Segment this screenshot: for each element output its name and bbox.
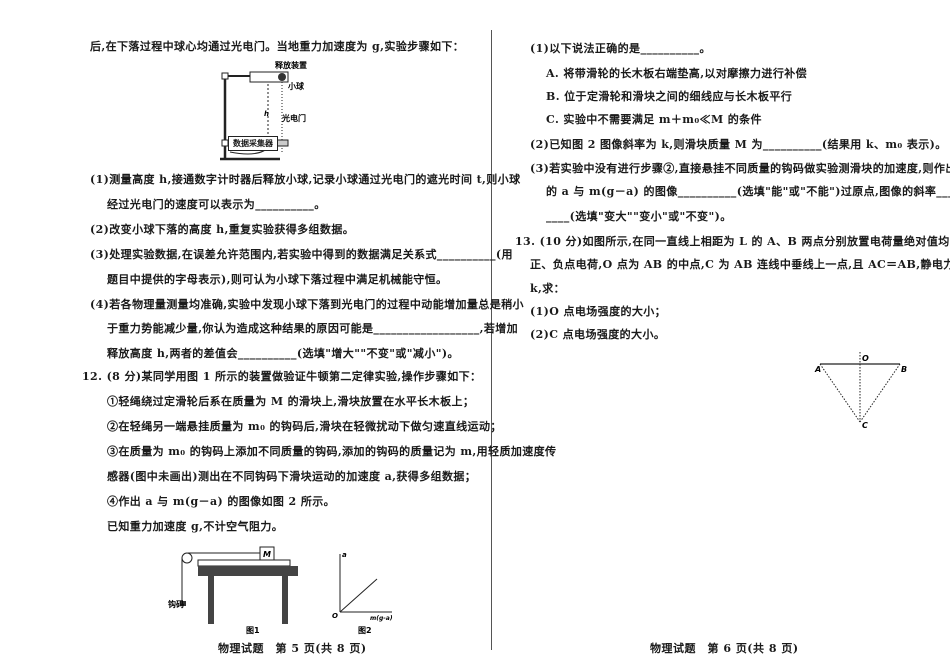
figure-1-table-pulley: M 钩码 图1 [168, 546, 298, 635]
text-line: 题目中提供的字母表示),则可认为小球下落过程中满足机械能守恒。 [107, 273, 448, 286]
text-line: 12. (8 分)某同学用图 1 所示的装置做验证牛顿第二定律实验,操作步骤如下… [82, 370, 482, 383]
label-release-device: 释放装置 [275, 60, 307, 70]
label-data-collector: 数据采集器 [228, 136, 278, 151]
text-line: A. 将带滑轮的长木板右端垫高,以对摩擦力进行补偿 [546, 67, 808, 80]
text-line: 已知重力加速度 g,不计空气阻力。 [107, 520, 284, 533]
graph-line [339, 578, 378, 613]
text-line: (1)以下说法正确的是__________。 [530, 42, 711, 55]
label-weight: 钩码 [168, 599, 184, 609]
text-line: (3)处理实验数据,在误差允许范围内,若实验中得到的数据满足关系式_______… [90, 248, 513, 261]
page-footer-right: 物理试题 第 6 页(共 8 页) [650, 642, 799, 655]
axis-label-a: a [342, 551, 347, 559]
text-line: ③在质量为 m₀ 的钩码上添加不同质量的钩码,添加的钩码的质量记为 m,用轻质加… [107, 445, 557, 458]
figure-2-caption: 图2 [358, 626, 372, 635]
axis-label-x: m(g-a) [370, 615, 393, 622]
text-line: (1)O 点电场强度的大小； [530, 305, 667, 318]
text-line: C. 实验中不需要满足 m＋m₀≪M 的条件 [546, 113, 762, 126]
text-line: 释放高度 h,两者的差值会__________(选填"增大""不变"或"减小")… [107, 347, 459, 360]
origin-label: O [332, 612, 338, 620]
label-M: M [263, 550, 271, 559]
text-line: ①轻绳绕过定滑轮后系在质量为 M 的滑块上,滑块放置在水平长木板上； [107, 395, 475, 408]
point-label-O: O [862, 354, 869, 363]
figure-1-caption: 图1 [246, 626, 260, 635]
text-line: (1)测量高度 h,接通数字计时器后释放小球,记录小球通过光电门的遮光时间 t,… [90, 173, 521, 186]
text-line: 感器(图中未画出)测出在不同钩码下滑块运动的加速度 a,获得多组数据； [107, 470, 477, 483]
charge-triangle-figure: A B O C [814, 352, 907, 430]
text-line: ②在轻绳另一端悬挂质量为 m₀ 的钩码后,滑块在轻微扰动下做匀速直线运动； [107, 420, 502, 433]
text-line: 后,在下落过程中球心均通过光电门。当地重力加速度为 g,实验步骤如下： [90, 40, 465, 53]
text-line: 于重力势能减少量,你认为造成这种结果的原因可能是________________… [107, 322, 519, 335]
text-line: (2)C 点电场强度的大小。 [530, 328, 666, 341]
text-line: 正、负点电荷,O 点为 AB 的中点,C 为 AB 连线中垂线上一点,且 AC＝… [530, 258, 950, 271]
text-line: (2)改变小球下落的高度 h,重复实验获得多组数据。 [90, 223, 355, 236]
text-line: (4)若各物理量测量均准确,实验中发现小球下落到光电门的过程中动能增加量总是稍小 [90, 298, 524, 311]
label-photogate: 光电门 [281, 113, 306, 123]
text-line: B. 位于定滑轮和滑块之间的细线应与长木板平行 [546, 90, 793, 103]
figure-2-graph: a O m(g-a) 图2 [332, 551, 393, 635]
text-line: (3)若实验中没有进行步骤②,直接悬挂不同质量的钩码做实验测滑块的加速度,则作出 [530, 162, 950, 175]
page-footer-left: 物理试题 第 5 页(共 8 页) [218, 642, 367, 655]
text-line: ____(选填"变大""变小"或"不变")。 [546, 210, 732, 223]
text-line: ④作出 a 与 m(g－a) 的图像如图 2 所示。 [107, 495, 336, 508]
text-line: k,求： [530, 282, 566, 295]
label-ball: 小球 [287, 81, 305, 91]
point-label-B: B [901, 365, 907, 374]
column-divider [491, 30, 492, 650]
text-line: 13. (10 分)如图所示,在同一直线上相距为 L 的 A、B 两点分别放置电… [515, 235, 950, 248]
text-line: (2)已知图 2 图像斜率为 k,则滑块质量 M 为__________(结果用… [530, 138, 947, 151]
label-h: h [264, 110, 269, 118]
text-line: 经过光电门的速度可以表示为__________。 [107, 198, 326, 211]
point-label-A: A [814, 365, 821, 374]
text-line: 的 a 与 m(g－a) 的图像__________(选填"能"或"不能")过原… [546, 185, 950, 198]
point-label-C: C [862, 421, 868, 430]
